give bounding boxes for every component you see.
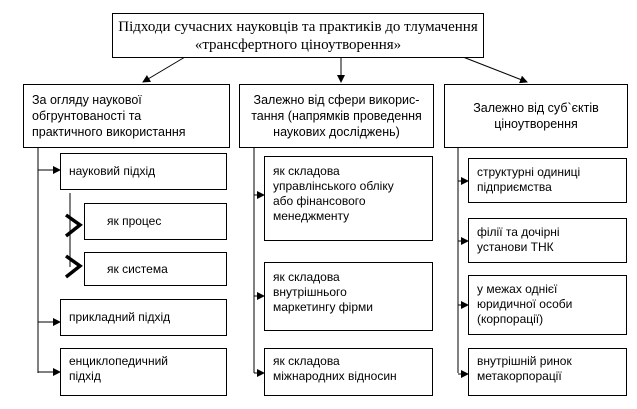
item-label: як складова внутрішнього маркетингу фірм… (273, 270, 373, 314)
item-label: науковий підхід (69, 164, 156, 178)
root-title: Підходи сучасних науковців та практиків … (118, 18, 478, 53)
item-management-accounting: як складова управлінського обліку або фі… (264, 156, 433, 241)
item-international-relations: як складова міжнародних відносин (264, 348, 433, 396)
item-scientific-approach: науковий підхід (60, 153, 227, 190)
item-internal-marketing: як складова внутрішнього маркетингу фірм… (264, 262, 433, 331)
item-label: енциклопедичний підхід (69, 354, 168, 383)
item-label: у межах однієї юридичної особи (корпорац… (477, 282, 573, 326)
category-label: Залежно від сфери викорис- тання (напрям… (251, 93, 422, 139)
item-as-process: як процес (84, 203, 227, 240)
item-label: як система (107, 261, 168, 276)
category-label: Залежно від суб`єктів ціноутворення (473, 101, 599, 131)
category-label: За огляду наукової обгрунтованості та пр… (32, 93, 186, 139)
item-encyclopedic-approach: енциклопедичний підхід (60, 348, 227, 396)
arrow-root-to-cat3 (462, 56, 528, 84)
item-applied-approach: прикладний підхід (60, 299, 227, 336)
category-box-scientific: За огляду наукової обгрунтованості та пр… (23, 84, 230, 148)
item-label: прикладний підхід (69, 310, 171, 324)
item-label: внутрішній ринок метакорпорації (477, 354, 572, 383)
item-label: структурні одиниці підприємства (477, 165, 581, 194)
category-box-sphere: Залежно від сфери викорис- тання (напрям… (239, 84, 434, 148)
item-as-system: як система (84, 252, 227, 286)
item-tnc-branches: філії та дочірні установи ТНК (468, 218, 627, 263)
arrow-root-to-cat1 (142, 56, 186, 83)
item-single-legal-entity: у межах однієї юридичної особи (корпорац… (468, 275, 627, 335)
item-metacorporation-market: внутрішній ринок метакорпорації (468, 348, 627, 396)
item-label: як процес (107, 214, 162, 228)
item-label: як складова управлінського обліку або фі… (273, 164, 394, 223)
item-label: як складова міжнародних відносин (273, 354, 397, 383)
category-box-subjects: Залежно від суб`єктів ціноутворення (444, 84, 628, 148)
item-structural-units: структурні одиниці підприємства (468, 158, 627, 203)
item-label: філії та дочірні установи ТНК (477, 225, 560, 254)
root-box: Підходи сучасних науковців та практиків … (112, 13, 484, 58)
